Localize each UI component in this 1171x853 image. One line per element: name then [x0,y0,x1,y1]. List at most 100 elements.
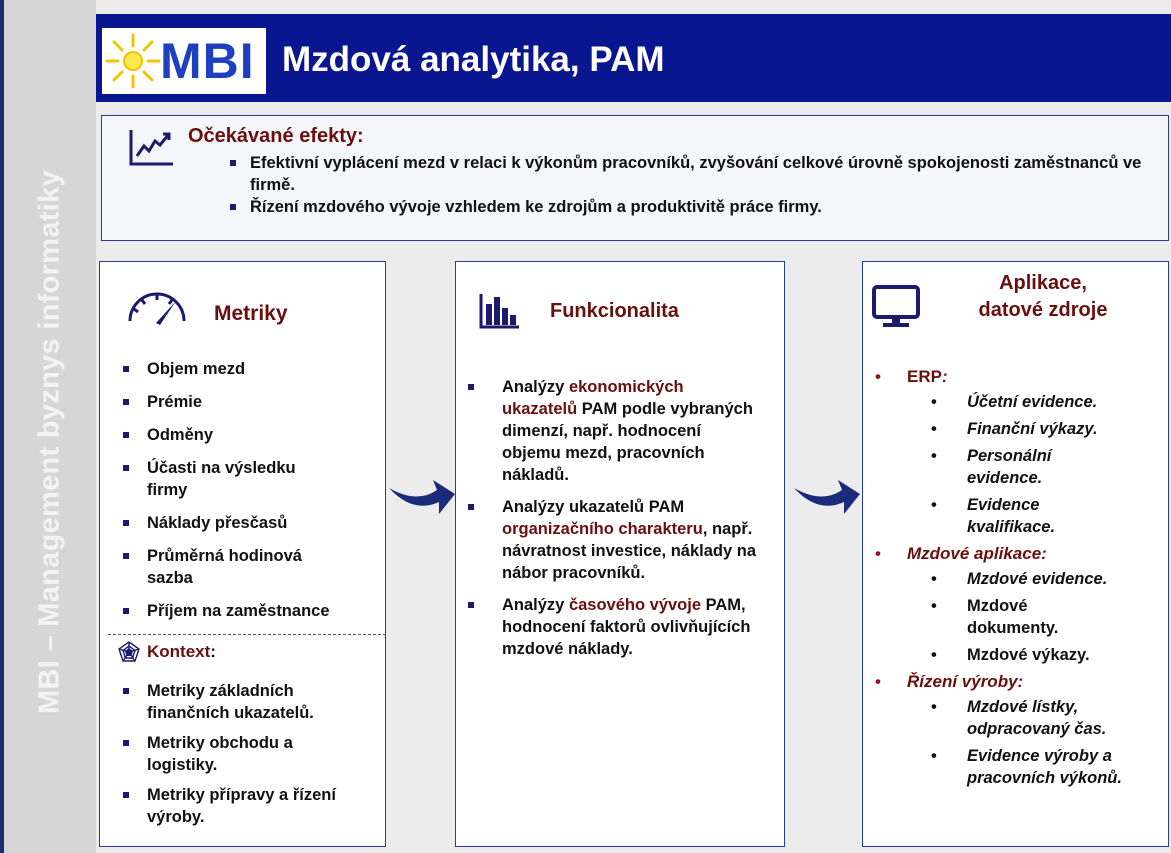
logo-text: MBI [160,33,255,89]
list-item: Metriky základních finančních ukazatelů. [110,680,375,724]
func-suffix: PAM, hodnocení faktorů ovlivňujících mzd… [502,596,751,658]
metric-text: Příjem na zaměstnance [147,602,330,620]
metric-text: Prémie [147,393,203,411]
source-text: Mzdové lístky, odpracovaný čas. [967,698,1107,738]
func-prefix: Analýzy ukazatelů PAM [502,498,685,516]
category-suffix: : [941,367,948,386]
bullet-dot-icon: • [931,570,937,588]
bullet-square-icon [123,792,129,798]
list-item: •Evidence výroby a pracovních výkonů. [863,745,1153,789]
spider-web-icon [118,641,140,662]
func-suffix: PAM podle vybraných dimenzí, např. hodno… [502,400,753,484]
bullet-square-icon [230,160,236,166]
list-item: • Finanční výkazy. [863,418,1168,440]
list-item: • Mzdové lístky, odpracovaný čas. [863,696,1138,740]
func-highlight: časového vývoje [568,596,702,614]
list-item: Náklady přesčasů [110,512,380,534]
expected-effects-box: Očekávané efekty: Efektivní vyplácení me… [101,115,1169,241]
bullet-dot-icon: • [931,597,937,615]
bullet-square-icon [468,384,474,390]
category-rizeni-vyroby: •Řízení výroby: [863,671,1168,693]
category-mzdove-aplikace: • Mzdové aplikace: [863,543,1168,565]
bullet-square-icon [468,504,474,510]
list-item: Průměrná hodinová sazba [110,545,340,589]
list-item: Objem mezd [110,358,380,380]
bullet-square-icon [468,602,474,608]
funkcionalita-list: Analýzy ekonomických ukazatelů PAM podle… [456,376,781,670]
effects-heading: Očekávané efekty: [188,125,364,147]
speedometer-icon [128,292,186,325]
aplikace-panel: Aplikace, datové zdroje •ERP: •Účetní ev… [862,261,1169,847]
list-item: •Mzdové evidence. [863,568,1168,590]
bullet-dot-icon: • [931,698,937,716]
page-title: Mzdová analytika, PAM [282,40,665,79]
bullet-square-icon [123,553,129,559]
category-items: •Mzdové evidence. • Mzdové dokumenty. • Mz… [863,568,1168,666]
category-label: ERP [907,367,942,386]
category-items: •Účetní evidence. •Finanční výkazy. •Per… [863,391,1168,538]
list-item: Metriky obchodu a logistiky. [110,732,340,776]
bullet-square-icon [123,608,129,614]
bullet-dot-icon: • [875,367,881,386]
category-label: Mzdové aplikace: [907,544,1047,563]
source-text: Evidence výroby a pracovních výkonů. [967,747,1122,787]
kontext-colon: : [210,642,216,661]
list-item: • Mzdové dokumenty. [863,595,1078,639]
metric-text: Náklady přesčasů [147,514,288,532]
source-text: Mzdové dokumenty. [967,597,1059,637]
metriky-heading: Metriky [214,302,288,325]
aplikace-list: •ERP: •Účetní evidence. •Finanční výkazy… [863,366,1168,794]
list-item: Účasti na výsledku firmy [110,457,340,501]
bullet-dot-icon: • [931,393,937,411]
func-prefix: Analýzy [502,378,569,396]
bullet-square-icon [123,740,129,746]
kontext-list: Metriky základních finančních ukazatelů.… [110,680,380,836]
source-text: Finanční výkazy. [967,420,1098,438]
list-item: Analýzy časového vývoje PAM, hodnocení f… [456,594,781,660]
func-prefix: Analýzy [502,596,569,614]
kontext-label: Kontext [147,642,211,661]
bullet-square-icon [123,688,129,694]
aplikace-heading: Aplikace, datové zdroje [933,270,1153,324]
line-chart-icon [129,130,173,166]
metric-text: Účasti na výsledku firmy [147,459,296,499]
func-suffix: , např. návratnost investice, náklady na… [502,520,757,582]
list-item: Analýzy ekonomických ukazatelů PAM podle… [456,376,756,486]
bullet-dot-icon: • [931,447,937,465]
sidebar-vertical-text: MBI – Management byznys informatiky [33,170,66,714]
source-text: Mzdové výkazy. [967,646,1090,664]
bullet-dot-icon: • [931,646,937,664]
bullet-square-icon [123,399,129,405]
sidebar: MBI – Management byznys informatiky [4,0,96,853]
category-items: • Mzdové lístky, odpracovaný čas. •Eviden… [863,696,1168,789]
sun-icon [105,33,161,89]
context-text: Metriky obchodu a logistiky. [147,734,293,774]
metric-text: Odměny [147,426,214,444]
bullet-dot-icon: • [875,672,881,691]
metric-text: Objem mezd [147,360,246,378]
func-highlight: ekonomických ukazatelů [502,378,684,418]
list-item: Příjem na zaměstnance [110,600,380,622]
effects-list: Efektivní vyplácení mezd v relaci k výko… [228,152,1158,218]
bullet-dot-icon: • [931,496,937,514]
header-bar: MBI Mzdová analytika, PAM [96,14,1171,102]
list-item: Analýzy ukazatelů PAM organizačního char… [456,496,781,584]
effects-item: Efektivní vyplácení mezd v relaci k výko… [228,152,1158,196]
bullet-dot-icon: • [931,420,937,438]
context-text: Metriky přípravy a řízení výroby. [147,786,336,826]
metric-text: Průměrná hodinová sazba [147,547,302,587]
bullet-square-icon [123,465,129,471]
bullet-square-icon [123,432,129,438]
bullet-dot-icon: • [875,544,881,563]
source-text: Personální evidence. [967,447,1052,487]
func-highlight: organizačního charakteru [502,520,703,538]
source-text: Evidence kvalifikace. [967,496,1056,536]
bullet-square-icon [230,204,236,210]
effects-item-text: Řízení mzdového vývoje vzhledem ke zdroj… [250,198,822,216]
aplikace-heading-line1: Aplikace, [999,272,1087,294]
dashed-divider [108,634,386,635]
arrow-right-icon [389,480,455,514]
list-item: Metriky přípravy a řízení výroby. [110,784,380,828]
funkcionalita-panel: Funkcionalita Analýzy ekonomických ukaza… [455,261,785,847]
